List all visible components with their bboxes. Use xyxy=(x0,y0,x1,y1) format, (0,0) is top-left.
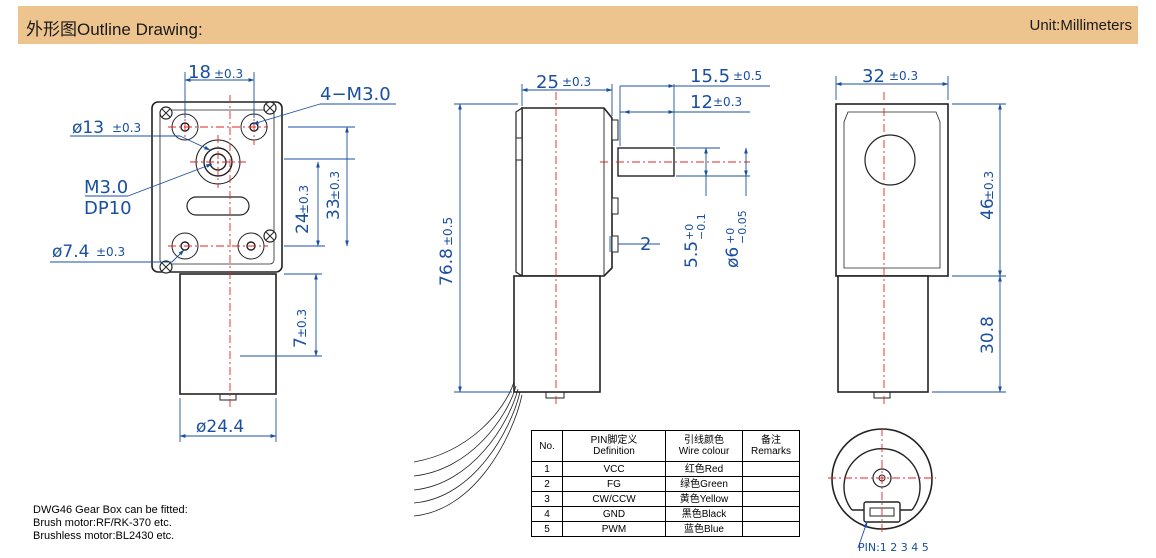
end-view xyxy=(828,428,936,549)
page-title: 外形图Outline Drawing: xyxy=(26,20,203,39)
flat-tol-up: +0 xyxy=(683,224,696,240)
step-dim: 2 xyxy=(640,234,651,255)
height-33: 33 xyxy=(324,198,344,220)
compatibility-notes: DWG46 Gear Box can be fitted: Brush moto… xyxy=(33,504,188,543)
height-24: 24 xyxy=(293,212,313,234)
rear-height-46: 46 xyxy=(978,198,998,220)
height-24-tol: ±0.3 xyxy=(297,185,311,214)
offset-7-tol: ±0.3 xyxy=(295,309,309,338)
front-width-tol: ±0.3 xyxy=(214,67,243,81)
side-gearbox-outline xyxy=(521,107,613,277)
front-gearbox-outline xyxy=(151,101,283,273)
shaft-length: 15.5 xyxy=(690,66,730,87)
front-slot xyxy=(186,196,250,216)
front-width-dim: 18 xyxy=(188,62,211,83)
side-depth-dim: 25 xyxy=(536,72,559,93)
rear-width-tol: ±0.3 xyxy=(889,69,918,83)
front-corner-screws xyxy=(159,101,277,274)
boss-tol: ±0.3 xyxy=(112,121,141,135)
rear-shaft-hole xyxy=(864,134,916,186)
offset-7: 7 xyxy=(291,337,311,348)
rear-gearbox-outline xyxy=(835,103,949,277)
col-no: No. xyxy=(531,430,563,462)
front-motor-body xyxy=(179,273,277,395)
rear-height-46-tol: ±0.3 xyxy=(982,171,996,200)
shaft-dia-tol-up: +0 xyxy=(724,228,737,244)
front-view: 18 ±0.3 4−M3.0 ø13 ±0.3 M3.0 DP10 ø7.4 ±… xyxy=(50,62,396,442)
unit-label: Unit:Millimeters xyxy=(1029,17,1132,34)
header-bar: 外形图Outline Drawing: Unit:Millimeters xyxy=(18,6,1138,44)
connector-pin-label: PIN:1 2 3 4 5 xyxy=(858,541,929,554)
motor-dia: ø24.4 xyxy=(196,417,244,437)
note-line: Brushless motor:BL2430 etc. xyxy=(33,530,175,542)
side-lead-wires xyxy=(413,381,523,517)
total-height: 76.8 xyxy=(437,248,457,286)
rear-view: 32 ±0.3 46±0.3 30.8 xyxy=(835,66,1006,404)
note-line: DWG46 Gear Box can be fitted: xyxy=(33,504,188,516)
shaft-thread-2: DP10 xyxy=(84,198,132,219)
hole-callout: 4−M3.0 xyxy=(320,84,391,105)
rear-motor-body xyxy=(837,275,929,393)
shaft-thread-1: M3.0 xyxy=(84,177,128,198)
shaft-flat-tol: ±0.3 xyxy=(713,95,742,109)
shaft-dia: ø6 xyxy=(723,247,743,268)
shaft-dia-tol-dn: −0.05 xyxy=(736,210,749,244)
rear-width-dim: 32 xyxy=(862,66,885,87)
shaft-length-tol: ±0.5 xyxy=(733,69,762,83)
total-height-tol: ±0.5 xyxy=(441,217,455,246)
boss-dia: ø13 xyxy=(72,118,104,138)
side-view: 25 ±0.3 15.5 ±0.5 12 ±0.3 2 76.8 ±0.5 5.5… xyxy=(413,66,770,517)
flat-dim: 5.5 xyxy=(682,241,702,268)
side-motor-body xyxy=(513,275,601,393)
shaft-flat-len: 12 xyxy=(690,92,713,113)
pilot-tol: ±0.3 xyxy=(96,245,125,259)
motor-length: 30.8 xyxy=(978,316,998,354)
flat-tol-dn: −0.1 xyxy=(695,213,708,240)
pilot-dia: ø7.4 xyxy=(52,242,89,262)
height-33-tol: ±0.3 xyxy=(328,171,342,200)
side-depth-tol: ±0.3 xyxy=(562,75,591,89)
note-line: Brush motor:RF/RK-370 etc. xyxy=(33,517,172,529)
